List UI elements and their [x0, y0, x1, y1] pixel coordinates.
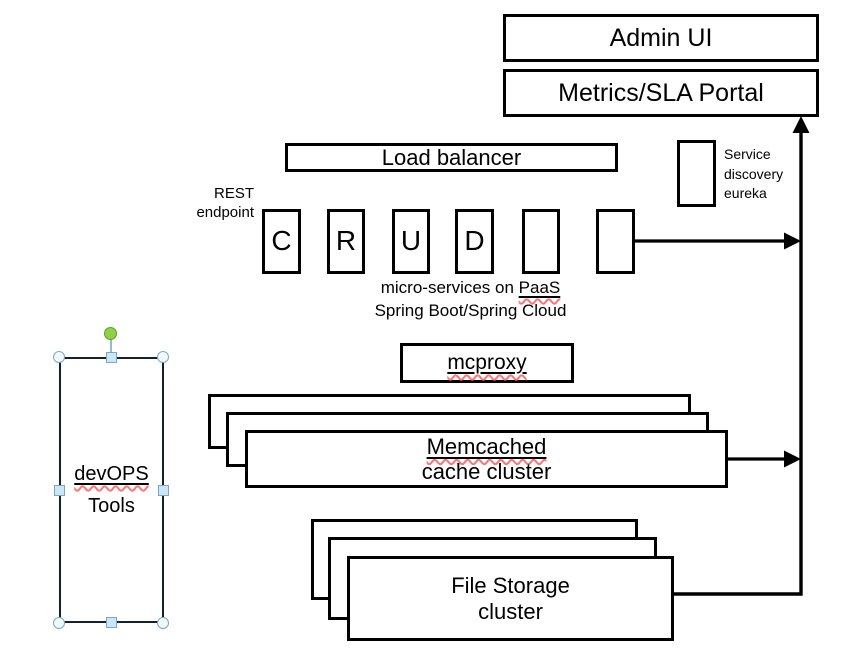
selection-handle-bottom-left[interactable]	[53, 617, 65, 629]
rest-endpoint-label[interactable]: REST endpoint	[168, 185, 254, 223]
memcached-line2: cache cluster	[421, 459, 552, 484]
selection-handle-mid-right[interactable]	[158, 485, 169, 496]
selection-handle-bottom-right[interactable]	[157, 617, 169, 629]
admin-ui-box[interactable]: Admin UI	[503, 14, 819, 62]
load-balancer-label: Load balancer	[381, 144, 522, 170]
memcached-box-front[interactable]: Memcached cache cluster	[245, 430, 728, 488]
caption-line2: Spring Boot/Spring Cloud	[374, 300, 567, 320]
service-discovery-box[interactable]	[677, 140, 716, 207]
mcproxy-box[interactable]: mcproxy	[400, 343, 574, 383]
service-box-empty-2[interactable]	[596, 209, 635, 274]
caption-paas: PaaS	[518, 278, 561, 297]
devops-line1: devOPS	[74, 463, 149, 485]
file-storage-line2: cluster	[478, 598, 543, 624]
mcproxy-label: mcproxy	[447, 350, 527, 374]
service-box-delete[interactable]: D	[455, 209, 494, 274]
rest-endpoint-line1: REST	[213, 185, 254, 202]
rest-endpoint-line2: endpoint	[196, 203, 254, 221]
connector-filestorage-to-portal[interactable]	[673, 116, 810, 596]
microservices-caption[interactable]: micro-services on PaaS Spring Boot/Sprin…	[328, 277, 613, 323]
file-storage-box-front[interactable]: File Storage cluster	[347, 556, 674, 641]
service-box-delete-label: D	[464, 225, 485, 257]
devops-tools-box[interactable]: devOPS Tools	[59, 357, 164, 623]
devops-line2: Tools	[88, 495, 135, 517]
service-box-update[interactable]: U	[392, 209, 430, 274]
metrics-sla-portal-label: Metrics/SLA Portal	[558, 78, 764, 107]
rotation-handle-stem	[110, 340, 112, 357]
memcached-line1: Memcached	[426, 433, 547, 459]
selection-handle-top-left[interactable]	[53, 351, 65, 363]
selection-handle-top-right[interactable]	[157, 351, 169, 363]
service-discovery-label[interactable]: Service discovery eureka	[724, 146, 784, 202]
connector-services-to-portal[interactable]	[635, 232, 801, 250]
service-box-read-label: R	[335, 225, 357, 257]
selection-handle-mid-left[interactable]	[54, 485, 65, 496]
selection-handle-bottom-mid[interactable]	[106, 617, 117, 628]
load-balancer-box[interactable]: Load balancer	[285, 143, 618, 172]
service-box-read[interactable]: R	[327, 209, 365, 274]
admin-ui-label: Admin UI	[609, 23, 713, 52]
service-box-create-label: C	[271, 225, 292, 257]
file-storage-line1: File Storage	[451, 573, 570, 599]
connector-memcached-to-portal[interactable]	[727, 450, 801, 468]
metrics-sla-portal-box[interactable]: Metrics/SLA Portal	[503, 69, 819, 117]
rotation-handle[interactable]	[104, 327, 117, 340]
service-box-empty-1[interactable]	[522, 209, 560, 274]
caption-prefix: micro-services on	[380, 278, 519, 297]
service-box-update-label: U	[400, 225, 422, 257]
selection-handle-top-mid[interactable]	[106, 352, 117, 363]
service-box-create[interactable]: C	[262, 209, 301, 274]
